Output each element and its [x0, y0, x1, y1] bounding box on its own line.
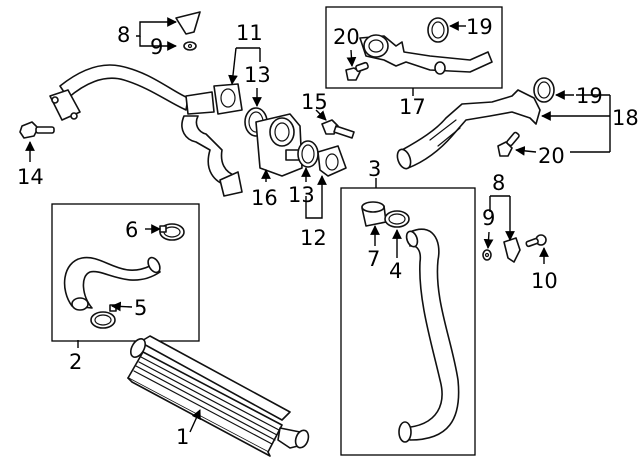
part-clamp-4 — [384, 210, 410, 228]
callout-4: 4 — [389, 259, 402, 283]
callout-12: 12 — [300, 226, 327, 250]
group-box-2 — [51, 203, 200, 342]
part-clamp-5 — [90, 304, 117, 329]
group-box-3 — [340, 187, 476, 456]
callout-17: 17 — [399, 95, 426, 119]
callout-2: 2 — [69, 350, 82, 374]
callout-13-top: 13 — [244, 63, 271, 87]
callout-15: 15 — [301, 90, 328, 114]
part-gasket-13b — [297, 140, 319, 168]
callout-5: 5 — [134, 296, 147, 320]
part-coupler-7 — [361, 201, 387, 227]
callout-19-right: 19 — [576, 84, 603, 108]
callout-3: 3 — [368, 157, 381, 181]
part-sensor-12 — [317, 145, 347, 177]
callout-labels: 1 2 3 4 5 6 7 8 8 9 9 10 11 12 13 13 14 … — [17, 15, 639, 449]
part-bracket-8 — [175, 11, 201, 35]
part-bracket-8b — [503, 237, 521, 263]
part-washer-9b — [482, 249, 492, 261]
part-charge-tube-18 — [396, 89, 541, 170]
callout-14: 14 — [17, 165, 44, 189]
callout-11: 11 — [236, 21, 263, 45]
callout-9-right: 9 — [482, 206, 495, 230]
part-inlet-hose — [63, 256, 161, 311]
callout-18: 18 — [612, 106, 639, 130]
part-throttle-body — [255, 113, 303, 177]
callout-1: 1 — [176, 425, 189, 449]
callout-9-left: 9 — [150, 35, 163, 59]
part-seal-19b — [533, 77, 555, 103]
group-box-17 — [325, 6, 503, 89]
leader-lines — [25, 17, 611, 433]
callout-20-top: 20 — [333, 25, 360, 49]
part-inlet-tube-17 — [359, 34, 493, 75]
part-bolt-20a — [345, 61, 369, 81]
callout-13-bottom: 13 — [288, 183, 315, 207]
callout-16: 16 — [251, 186, 278, 210]
part-intake-pipe — [49, 64, 243, 197]
part-washer-9 — [183, 41, 197, 51]
callout-10: 10 — [531, 269, 558, 293]
callout-7: 7 — [367, 247, 380, 271]
callout-20-right: 20 — [538, 144, 565, 168]
part-seal-19a — [427, 17, 449, 43]
part-bolt-14 — [19, 121, 55, 139]
callout-8-right: 8 — [492, 171, 505, 195]
part-bolt-20b — [497, 131, 520, 157]
part-clamp-6 — [159, 223, 185, 241]
part-bolt-10 — [525, 234, 547, 248]
callout-19-top: 19 — [466, 15, 493, 39]
callout-6: 6 — [125, 218, 138, 242]
callout-8-left: 8 — [117, 23, 130, 47]
part-intercooler — [127, 335, 310, 457]
part-outlet-hose — [398, 228, 460, 443]
part-bolt-15 — [321, 119, 355, 139]
